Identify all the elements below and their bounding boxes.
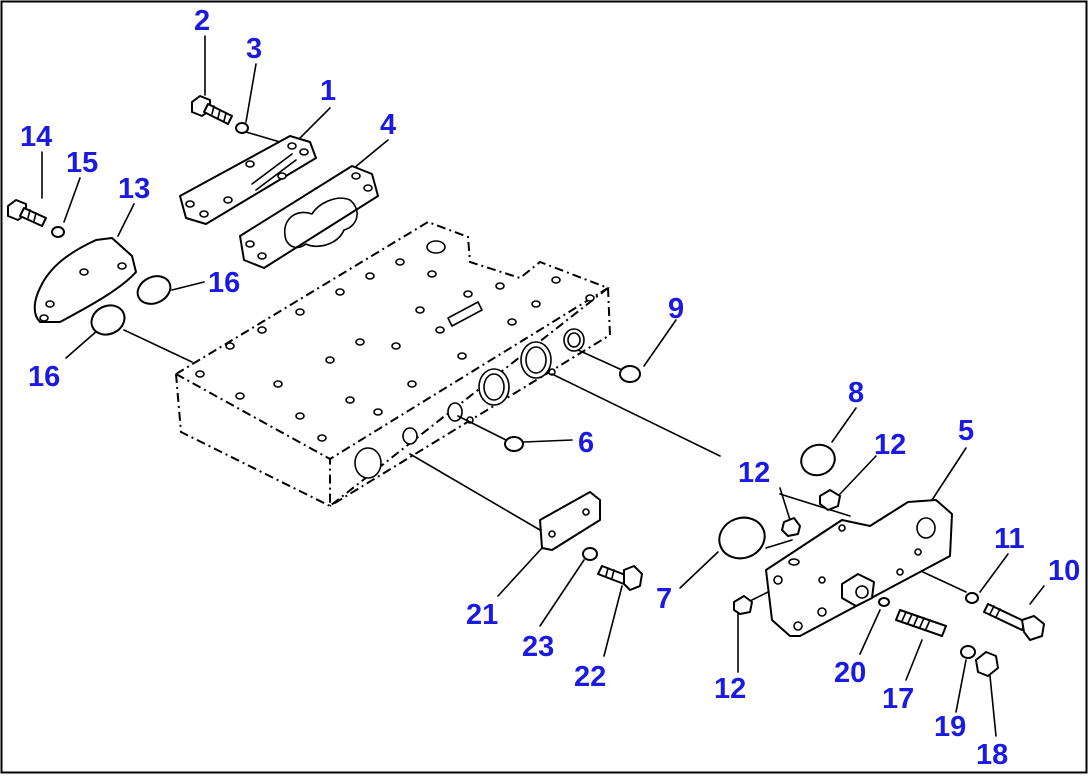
callout-1: 1	[320, 75, 336, 107]
nut-18	[975, 651, 999, 677]
callout-16-lower: 16	[28, 361, 60, 393]
callout-6: 6	[578, 427, 594, 459]
callout-12-upper: 12	[874, 429, 906, 461]
valve-5	[765, 499, 953, 637]
callout-14: 14	[20, 121, 52, 153]
bolt-2	[191, 95, 233, 125]
o-ring-16-lower	[90, 304, 126, 336]
callout-19: 19	[934, 711, 966, 743]
callout-12-middle: 12	[738, 457, 770, 489]
callout-23: 23	[522, 631, 554, 663]
callout-21: 21	[466, 599, 498, 631]
o-ring-16-upper	[136, 275, 172, 305]
callout-4: 4	[380, 109, 396, 141]
plug-12-top	[819, 489, 841, 511]
callout-15: 15	[66, 147, 98, 179]
callout-13: 13	[118, 173, 150, 205]
bolt-14	[7, 199, 47, 227]
o-ring-8	[800, 443, 836, 477]
adjusting-screw-17	[895, 609, 947, 637]
washer-3	[235, 122, 249, 134]
callout-11: 11	[994, 523, 1025, 555]
o-ring-9	[619, 365, 641, 383]
callout-labels: 1 2 3 4 5 6 7 8 9 10 11 12 12 12 13 14 1…	[20, 5, 1080, 771]
callout-3: 3	[246, 33, 262, 65]
callout-5: 5	[958, 415, 974, 447]
gasket-4	[239, 165, 379, 269]
bolt-10	[983, 603, 1045, 641]
callout-2: 2	[194, 5, 210, 37]
plug-12-mid	[781, 517, 801, 537]
plate-21	[539, 491, 601, 551]
cover-plate-1	[179, 135, 317, 225]
callout-9: 9	[668, 293, 684, 325]
valve-body	[175, 220, 612, 508]
callout-7: 7	[656, 583, 672, 615]
o-ring-20	[878, 597, 890, 607]
callout-16-upper: 16	[208, 267, 240, 299]
washer-11	[965, 592, 979, 604]
callout-17: 17	[882, 683, 914, 715]
o-ring-7	[718, 516, 766, 560]
washer-23	[582, 547, 598, 561]
callout-18: 18	[976, 739, 1008, 771]
plug-12-bottom	[733, 595, 753, 615]
callout-20: 20	[834, 657, 866, 689]
washer-19	[960, 645, 976, 659]
callout-22: 22	[574, 661, 606, 693]
o-ring-6	[504, 436, 524, 452]
bolt-22	[597, 565, 643, 591]
callout-10: 10	[1048, 555, 1080, 587]
callout-12-lower: 12	[714, 673, 746, 705]
washer-15	[51, 226, 65, 238]
callout-8: 8	[848, 377, 864, 409]
cover-13	[33, 237, 137, 323]
